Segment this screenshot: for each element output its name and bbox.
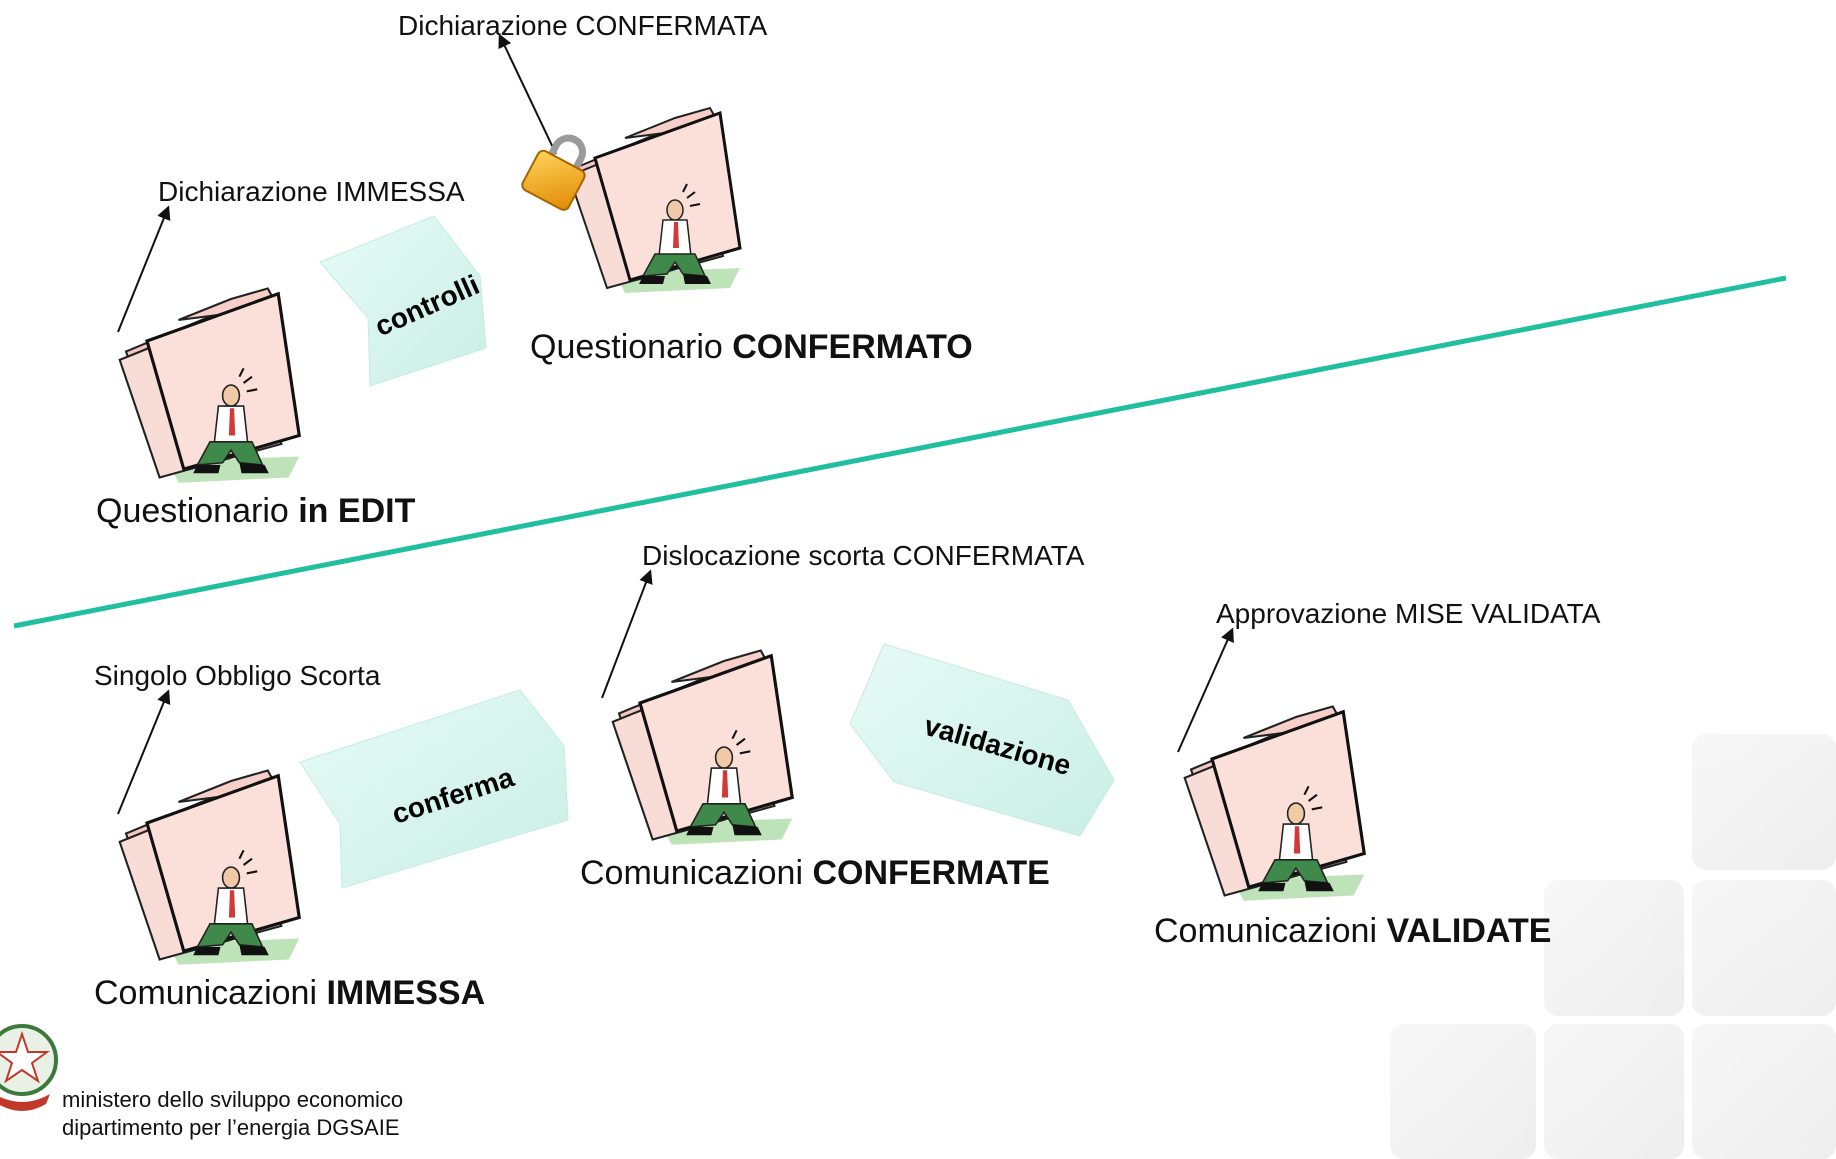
arrow-disloc-confermata [601,569,653,699]
folder-figure-confermato [567,106,742,295]
state-prefix: Comunicazioni [580,854,813,892]
annotation-disloc-confermata: Dislocazione scorta CONFERMATA [642,540,1085,571]
folder-figure-validate [1183,704,1366,903]
state-label-confermate: Comunicazioni CONFERMATE [580,856,1050,890]
transition-shape-validazione [849,643,1115,837]
footer-ministry: ministero dello sviluppo economico dipar… [62,1086,403,1142]
annotation-approvazione-validata: Approvazione MISE VALIDATA [1216,598,1601,629]
arrow-approvazione [1177,627,1234,753]
state-label-immessa: Comunicazioni IMMESSA [94,976,485,1010]
folder-figure-edit [118,286,301,485]
arrow-dich-confermata [498,33,557,155]
state-label-edit: Questionario in EDIT [96,494,415,528]
state-bold: IMMESSA [326,974,486,1012]
state-label-confermato: Questionario CONFERMATO [530,330,973,364]
state-bold: in EDIT [298,492,416,530]
state-prefix: Questionario [530,328,733,366]
state-prefix: Questionario [96,492,299,530]
state-label-validate: Comunicazioni VALIDATE [1154,914,1551,948]
lock-icon [521,134,586,211]
state-prefix: Comunicazioni [94,974,327,1012]
background-tiles [1390,734,1836,1159]
annotation-dich-immessa: Dichiarazione IMMESSA [158,176,465,207]
footer-line-1: ministero dello sviluppo economico [62,1087,404,1112]
transition-shape-conferma [299,689,569,889]
folder-figure-immessa [118,768,301,967]
folder-figure-confermate [611,648,794,847]
state-prefix: Comunicazioni [1154,912,1387,950]
arrow-dich-immessa [117,205,171,333]
state-bold: CONFERMATO [732,328,973,366]
transition-shape-controlli [319,215,487,387]
arrow-singolo-obbligo [117,689,171,815]
state-bold: CONFERMATE [812,854,1050,892]
divider-line [13,275,1787,629]
annotation-singolo-obbligo: Singolo Obbligo Scorta [94,660,381,691]
state-bold: VALIDATE [1386,912,1552,950]
annotation-dich-confermata: Dichiarazione CONFERMATA [398,10,768,41]
republic-emblem-icon [0,1024,58,1111]
footer-line-2: dipartimento per l’energia DGSAIE [62,1115,400,1140]
